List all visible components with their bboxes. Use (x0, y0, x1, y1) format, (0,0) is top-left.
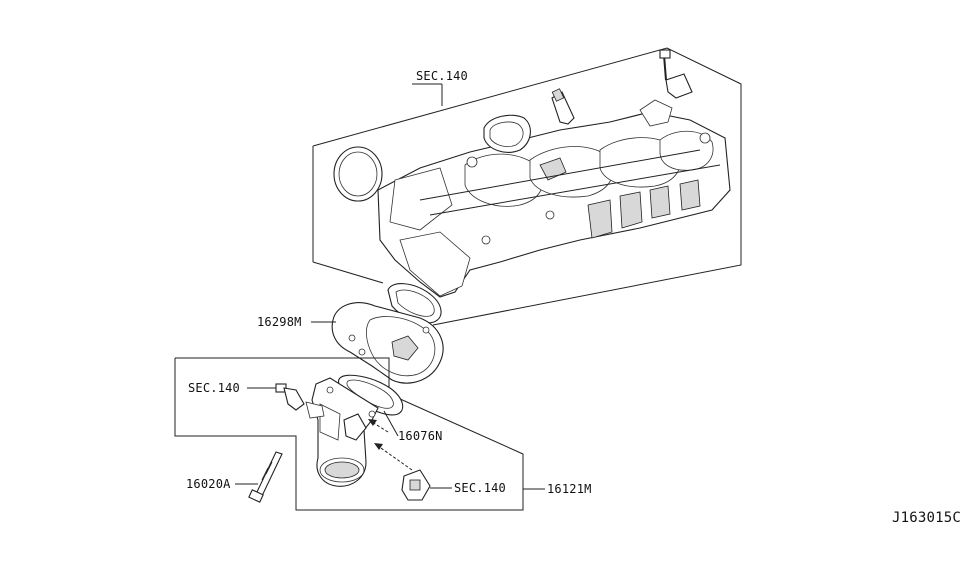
bolt-16020A (248, 451, 283, 503)
label-16076N: 16076N (398, 429, 443, 443)
drawing-code: J163015C (892, 510, 961, 526)
lower-section-box (174, 357, 524, 511)
throttle-chamber-16298M (331, 302, 444, 384)
throttle-body-16121M (311, 377, 379, 487)
label-16020A: 16020A (186, 477, 231, 491)
manifold-gasket-top (483, 114, 531, 153)
throttle-sensor-left (275, 383, 325, 419)
label-sec140-manifold: SEC.140 (416, 69, 468, 83)
manifold-sensor (551, 88, 575, 125)
install-arrows (368, 419, 413, 471)
intake-manifold (377, 99, 731, 298)
label-sec140-lower: SEC.140 (454, 481, 506, 495)
label-16121M: 16121M (547, 482, 592, 496)
manifold-o-ring (333, 146, 383, 202)
leader-16076N (383, 410, 399, 437)
label-sec140-sensor: SEC.140 (188, 381, 240, 395)
throttle-sensor-lower (401, 469, 431, 501)
manifold-bolt-sensor (659, 49, 693, 99)
label-16298M: 16298M (257, 315, 302, 329)
upper-section-box (312, 47, 742, 326)
leader-sec140-upper (412, 83, 443, 106)
